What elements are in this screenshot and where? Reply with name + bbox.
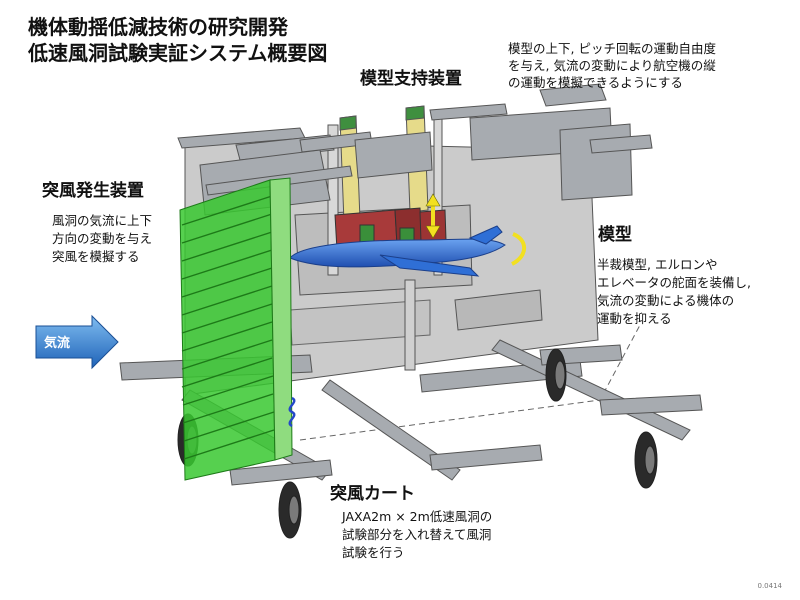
cart-desc-3: 試験を行う xyxy=(342,545,405,560)
gust-desc-1: 風洞の気流に上下 xyxy=(52,213,153,228)
airflow-arrow-icon xyxy=(35,314,119,370)
gust-desc-2: 方向の変動を与え xyxy=(52,231,153,246)
pitch-mechanism xyxy=(334,207,447,251)
heave-arrow xyxy=(425,193,441,239)
model-heading: 模型 xyxy=(598,225,632,245)
cart-desc-2: 試験部分を入れ替えて風洞 xyxy=(342,527,492,542)
gust-heading: 突風発生装置 xyxy=(42,181,144,201)
gust-wave-icon xyxy=(288,396,296,428)
model-desc-4: 運動を抑える xyxy=(597,311,672,326)
airflow-label: 気流 xyxy=(44,336,71,351)
model-desc-1: 半裁模型, エルロンや xyxy=(597,257,718,272)
gust-louvers xyxy=(179,177,293,481)
model-desc-3: 気流の変動による機体の xyxy=(597,293,735,308)
gust-desc-3: 突風を模擬する xyxy=(52,249,140,264)
cart-heading: 突風カート xyxy=(330,484,415,504)
document-code: 0.0414 xyxy=(757,582,783,590)
diagram-title-line1: 機体動揺低減技術の研究開発 xyxy=(28,15,288,39)
half-span-model xyxy=(289,225,506,277)
diagram-title-line2: 低速風洞試験実証システム概要図 xyxy=(28,41,328,65)
inner-panel xyxy=(454,289,543,331)
support-desc-2: を与え, 気流の変動により航空機の縦 xyxy=(508,58,716,73)
support-desc-3: の運動を模擬できるようにする xyxy=(508,75,683,90)
cart-desc-1: JAXA2m × 2m低速風洞の xyxy=(342,509,493,524)
support-heading: 模型支持装置 xyxy=(360,69,462,89)
model-desc-2: エレベータの舵面を装備し, xyxy=(597,275,751,290)
pitch-arrow xyxy=(510,232,527,266)
support-desc-1: 模型の上下, ピッチ回転の運動自由度 xyxy=(508,41,716,56)
